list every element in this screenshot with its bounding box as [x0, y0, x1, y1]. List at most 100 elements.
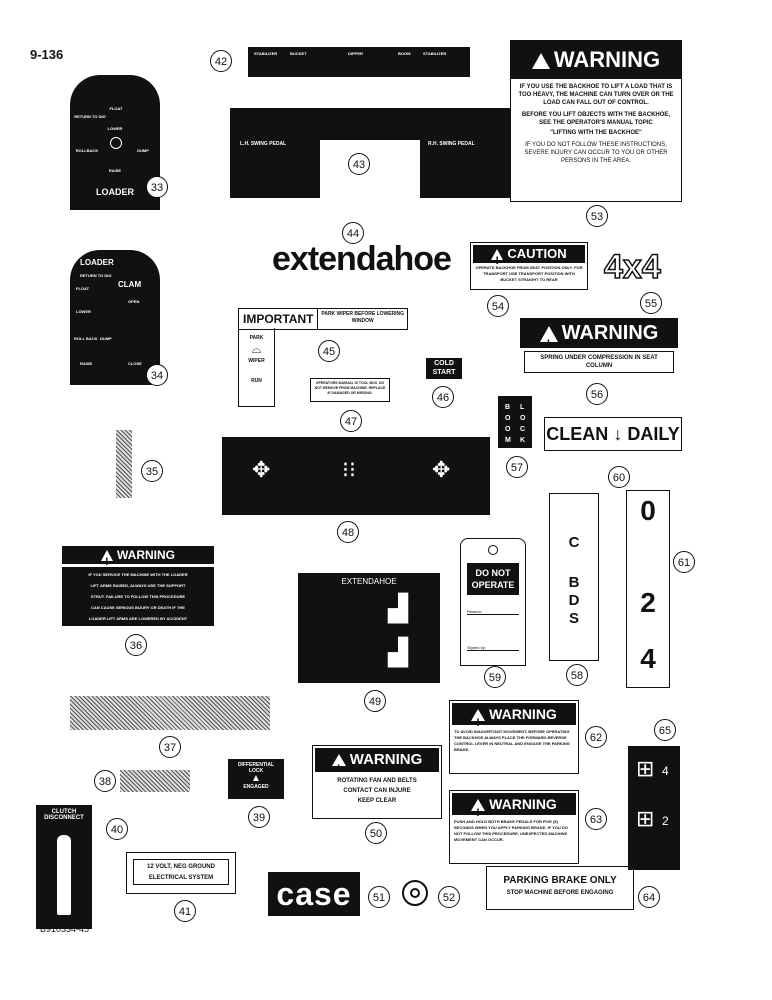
warning-text-2: BEFORE YOU LIFT OBJECTS WITH THE BACKHOE… — [521, 112, 671, 126]
callout-59: 59 — [484, 666, 506, 688]
stabilizer-bucket-decal: STABILIZER BUCKET DIPPER BOOM STABILIZER — [248, 47, 470, 77]
antislip-strip-38 — [120, 770, 190, 792]
backhoe-lift-warning-decal: WARNING IF YOU USE THE BACKHOE TO LIFT A… — [510, 40, 682, 202]
callout-54: 54 — [487, 295, 509, 317]
backhoe-controls-decal: ✥ ⁝⁝ ✥ — [222, 437, 490, 515]
two-wheel-icon: ⊞ — [636, 806, 655, 831]
caution-decal: CAUTION OPERATE BACKHOE FROM SEAT POSITI… — [470, 242, 588, 290]
callout-36: 36 — [125, 634, 147, 656]
warning-text-1: IF YOU USE THE BACKHOE TO LIFT A LOAD TH… — [518, 84, 674, 106]
clean-label: CLEAN — [546, 424, 609, 444]
rh-swing-pedal-label: R.H. SWING PEDAL — [428, 141, 475, 147]
callout-63: 63 — [585, 808, 607, 830]
digit-4: 4 — [640, 643, 656, 674]
callout-50: 50 — [365, 822, 387, 844]
do-not-operate-tag: DO NOT OPERATE Reason: Signed by: — [460, 538, 526, 666]
callout-58: 58 — [566, 664, 588, 686]
daily-label: DAILY — [627, 424, 680, 444]
raise-label-2: RAISE — [80, 361, 93, 366]
callout-57: 57 — [506, 456, 528, 478]
callout-64: 64 — [638, 886, 660, 908]
antislip-strip-37 — [70, 696, 270, 730]
stabilizer-label-left: STABILIZER — [254, 51, 278, 56]
loader-warning-line-2: LIFT ARMS RAISED, ALWAYS USE THE SUPPORT — [90, 583, 186, 588]
parking-brake-decal: PARKING BRAKE ONLY STOP MACHINE BEFORE E… — [486, 866, 634, 910]
tag-hole-icon — [488, 545, 498, 555]
lh-swing-pedal-label: L.H. SWING PEDAL — [240, 141, 287, 147]
case-logo-text: case — [276, 876, 352, 912]
warning-triangle-icon-3 — [101, 550, 113, 571]
control-pattern-right-icon: ✥ — [432, 457, 451, 482]
engaged-label: ENGAGED — [243, 784, 269, 790]
callout-44: 44 — [342, 222, 364, 244]
callout-37: 37 — [159, 736, 181, 758]
fr-warning-text: TO AVOID INADVERTANT MOVEMENT, BEFORE OP… — [454, 729, 570, 752]
callout-62: 62 — [585, 726, 607, 748]
roll-back-label: ROLL BACK — [74, 336, 98, 341]
lower-label-2: LOWER — [76, 309, 91, 314]
rollback-label: ROLLBACK — [75, 148, 99, 153]
depth-indicator-strip: 0 2 4 — [626, 490, 670, 688]
callout-55: 55 — [640, 292, 662, 314]
boom-label-vertical: BOOM — [505, 404, 511, 444]
extendahoe-logo: extendahoe — [272, 240, 452, 278]
callout-35: 35 — [141, 460, 163, 482]
electrical-system-label: ELECTRICAL SYSTEM — [148, 875, 214, 881]
disconnect-label: DISCONNECT — [44, 815, 84, 821]
clutch-disconnect-decal: CLUTCH DISCONNECT — [36, 805, 92, 929]
cold-start-decal: COLD START — [426, 358, 462, 379]
callout-39: 39 — [248, 806, 270, 828]
callout-45: 45 — [318, 340, 340, 362]
diff-lock-pedal-icon: ▲ — [251, 773, 261, 784]
callout-41: 41 — [174, 900, 196, 922]
dump-label-2: DUMP — [100, 336, 112, 341]
callout-65: 65 — [654, 719, 676, 741]
control-pattern-left-icon: ✥ — [252, 457, 271, 482]
loader-title: LOADER — [96, 187, 134, 197]
cbds-indicator-strip: C B D S — [549, 493, 599, 661]
spring-compression-warning-decal: WARNING SPRING UNDER COMPRESSION IN SEAT… — [520, 318, 678, 378]
important-label: IMPORTANT — [243, 312, 314, 326]
lock-label: LOCK — [248, 768, 264, 774]
loader-warning-line-1: IF YOU SERVICE THE MACHINE WITH THE LOAD… — [88, 572, 188, 577]
two-wd-label: 2 — [662, 814, 669, 828]
brake-warning-text: PUSH AND HOLD BOTH BRAKE PEDALS FOR FIVE… — [454, 819, 568, 842]
lower-label: LOWER — [107, 126, 123, 131]
callout-47: 47 — [340, 410, 362, 432]
warning-text-4: IF YOU DO NOT FOLLOW THESE INSTRUCTIONS,… — [524, 142, 668, 164]
swing-pedal-decal: L.H. SWING PEDAL R.H. SWING PEDAL — [230, 108, 510, 198]
pedal-bottom-icon: ▟ — [388, 637, 408, 667]
run-label: RUN — [251, 378, 262, 384]
loader-warning-header: WARNING — [117, 548, 175, 562]
caution-triangle-icon — [491, 249, 504, 270]
callout-52: 52 — [438, 886, 460, 908]
start-label: START — [432, 369, 456, 376]
signed-by-label: Signed by: — [467, 645, 519, 651]
warning-triangle-icon — [531, 53, 550, 94]
wiper-label: WIPER — [248, 358, 265, 364]
spring-warning-header: WARNING — [561, 322, 659, 344]
operators-manual-decal: OPERATORS MANUAL IS TOOL BOX. DO NOT REM… — [310, 378, 390, 402]
control-pattern-center-icon: ⁝⁝ — [342, 457, 356, 482]
return-to-dig-label: RETURN TO DIG — [74, 114, 106, 119]
do-not-label: DO NOT — [475, 568, 511, 578]
d-label: D — [568, 592, 580, 609]
pedal-top-icon: ▟ — [388, 593, 408, 623]
park-wiper-note: PARK WIPER BEFORE LOWERING WINDOW — [317, 309, 407, 329]
warning-triangle-icon-2 — [539, 325, 558, 359]
rotating-fan-warning-decal: WARNING ROTATING FAN AND BELTS CONTACT C… — [312, 745, 442, 819]
reason-label: Reason: — [467, 609, 519, 615]
boom-lock-decal: BOOM LOCK — [498, 396, 532, 448]
stop-machine-label: STOP MACHINE BEFORE ENGAGING — [506, 890, 614, 896]
callout-42: 42 — [210, 50, 232, 72]
forward-reverse-warning-decal: WARNING TO AVOID INADVERTANT MOVEMENT, B… — [449, 700, 579, 774]
loader-warning-line-5: LOADER LIFT ARMS ARE LOWERED BY ACCIDENT — [88, 616, 188, 621]
warning-triangle-icon-4 — [471, 709, 486, 734]
wiper-icon: ⌓ — [251, 342, 262, 356]
fan-warning-line-2: CONTACT CAN INJURE — [343, 788, 411, 794]
loader-lift-arm-warning-decal: WARNING IF YOU SERVICE THE MACHINE WITH … — [62, 546, 214, 626]
callout-38: 38 — [94, 770, 116, 792]
caution-header: CAUTION — [507, 246, 567, 261]
page-number: 9-136 — [30, 47, 64, 62]
differential-lock-decal: DIFFERENTIAL LOCK ▲ ENGAGED — [228, 759, 284, 799]
